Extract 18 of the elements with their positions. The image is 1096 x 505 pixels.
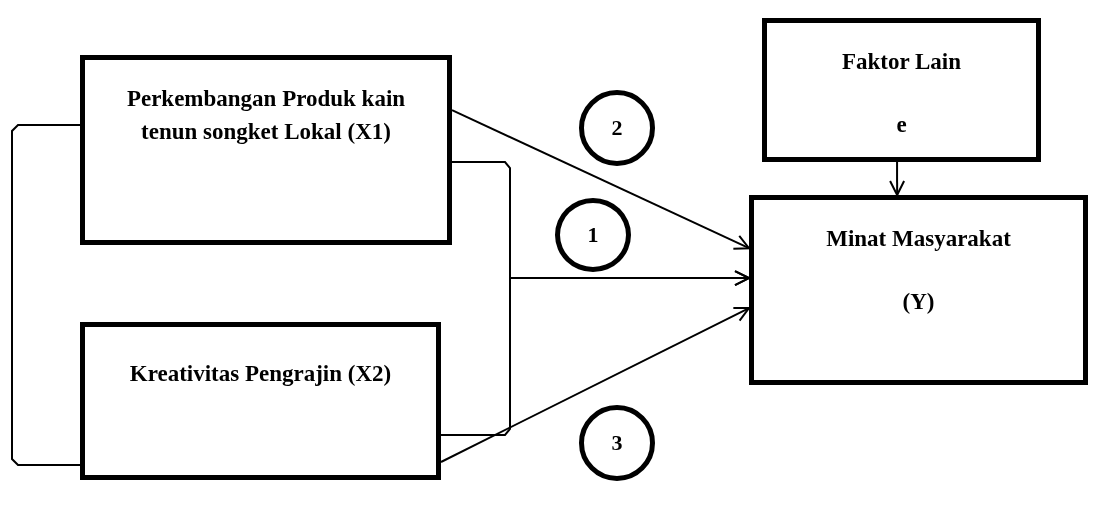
arrow	[889, 161, 906, 196]
variable-box	[80, 55, 452, 245]
variable-box	[749, 195, 1088, 385]
node-text: Perkembangan Produk kain tenun songket Lokal (X1)	[125, 85, 407, 147]
node-text: Faktor Lain	[841, 48, 962, 76]
arrow	[440, 307, 750, 463]
path-number: 2	[611, 114, 623, 143]
arrow	[451, 109, 750, 250]
node-text: Kreativitas Pengrajin (X2)	[129, 360, 392, 388]
variable-box	[80, 322, 441, 480]
connector-line	[11, 123, 81, 466]
path-number: 1	[587, 221, 599, 250]
variable-box	[762, 18, 1041, 162]
node-text: Minat Masyarakat	[826, 225, 1011, 253]
node-text: e	[896, 111, 907, 140]
path-number: 3	[611, 429, 623, 458]
node-text: (Y)	[902, 288, 935, 317]
arrow	[440, 270, 750, 436]
